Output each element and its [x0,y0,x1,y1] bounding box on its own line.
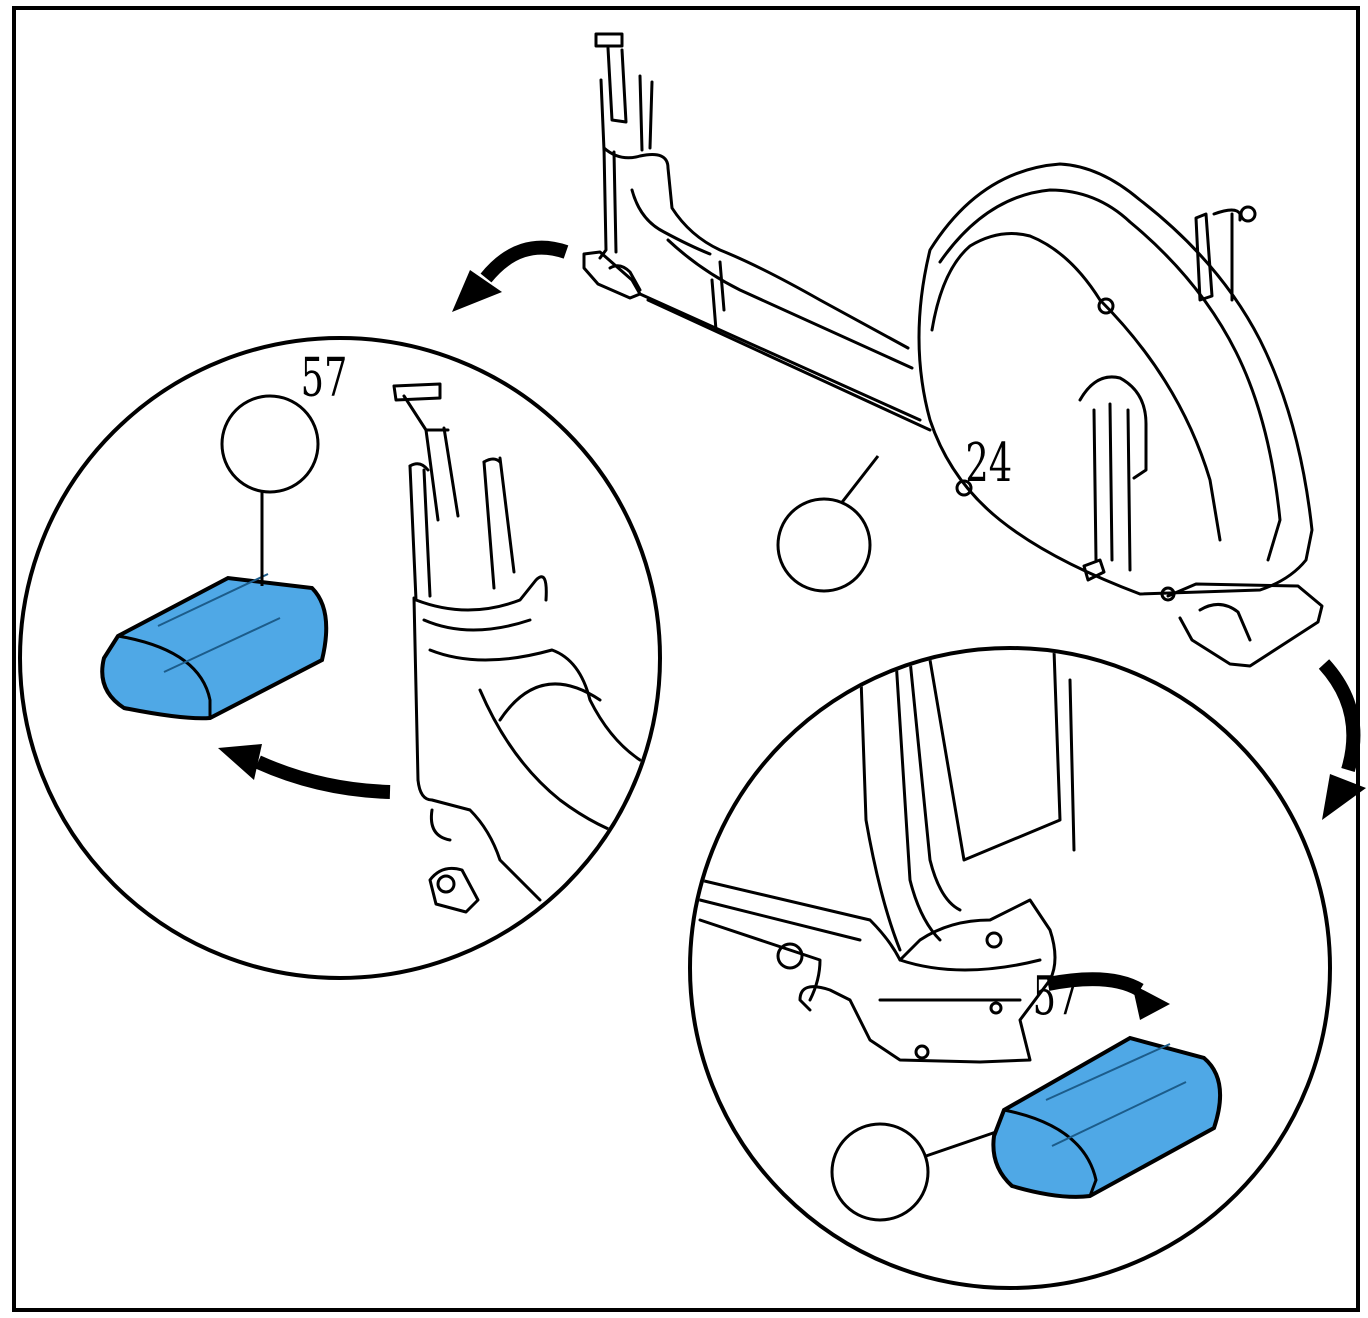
rear-post [582,32,910,350]
callout-24: 24 [776,432,1012,593]
removal-arrow-icon [1046,972,1170,1020]
frame-assembly [582,32,1324,668]
callout-57-left-label: 57 [301,347,348,409]
callout-57-right: 57 [830,965,1079,1222]
left-detail-view: 57 [18,336,662,980]
base-rail [638,238,932,432]
foot-cap-part-left [100,573,329,721]
right-detail-view: 57 [688,646,1332,1290]
rotation-arrow-icon [452,240,569,312]
flywheel-housing [917,162,1324,668]
rotation-arrow-icon [1318,659,1366,820]
removal-arrow-icon [218,744,391,799]
callout-57-left: 57 [220,347,348,586]
foot-cap-part-right [991,1035,1222,1199]
callout-24-label: 24 [965,432,1012,494]
